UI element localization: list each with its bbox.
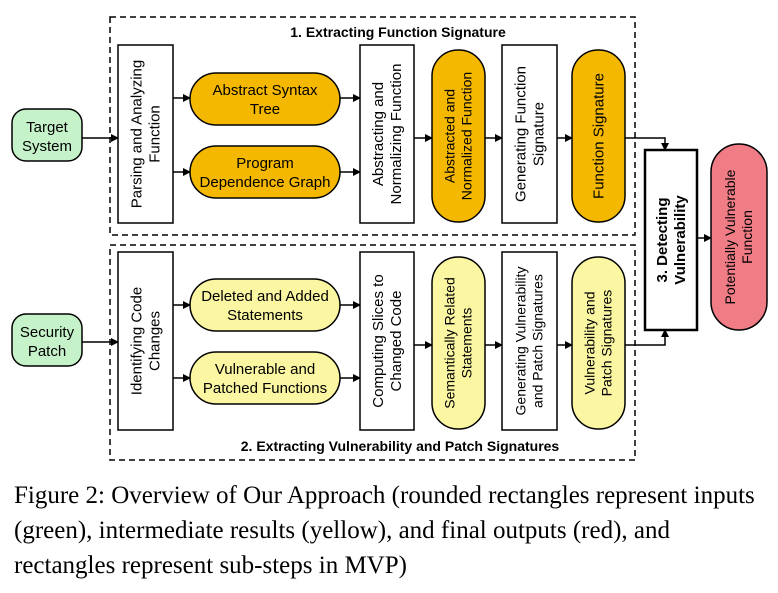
result-semantic-statements-label: Semantically RelatedStatements <box>442 277 475 409</box>
output-potentially-vulnerable <box>710 143 768 331</box>
section-vuln-patch-signatures <box>109 244 636 461</box>
step-generating-vp-signatures-label: Generating Vulnerabilityand Patch Signat… <box>513 267 546 416</box>
result-abstracted-function-label: Abstracted andNormalized Function <box>442 72 475 200</box>
step-abstracting-label: Abstracting andNormalizing Function <box>370 64 405 205</box>
section-function-signature-title: 1. Extracting Function Signature <box>290 24 506 40</box>
step-identifying-label: Identifying CodeChanges <box>129 287 164 395</box>
result-function-signature <box>571 49 626 223</box>
approach-diagram: 1. Extracting Function Signature 2. Extr… <box>11 16 768 461</box>
result-semantic-statements <box>431 256 486 430</box>
step-generating-function-signature-label: Generating FunctionSignature <box>513 66 548 202</box>
result-function-signature-label: Function Signature <box>591 73 608 199</box>
section-vuln-patch-title: 2. Extracting Vulnerability and Patch Si… <box>241 438 560 454</box>
arrow-vpsig-to-detecting <box>625 329 669 346</box>
result-vuln-patched-functions <box>189 351 341 405</box>
step-identifying-code-changes <box>117 251 174 431</box>
step-computing-slices-label: Computing Slices toChanged Code <box>370 274 405 407</box>
result-vp-signatures-label: Vulnerability andPatch Signatures <box>582 290 615 397</box>
arrow-funcsig-to-detecting <box>625 137 669 151</box>
step-generating-function-signature <box>501 44 558 224</box>
result-pdg <box>189 145 341 199</box>
section-function-signature <box>109 16 636 236</box>
step-parsing-label: Parsing and AnalyzingFunction <box>129 60 164 208</box>
output-potentially-vulnerable-label: Potentially VulnerableFunction <box>722 169 755 304</box>
input-security-patch <box>11 313 83 367</box>
step-generating-vp-signatures <box>501 251 558 431</box>
step-detecting-vulnerability <box>643 148 699 332</box>
result-ast <box>189 72 341 126</box>
step-abstracting <box>359 44 415 224</box>
input-target-system <box>11 108 83 162</box>
result-vp-signatures <box>571 256 626 430</box>
result-abstracted-function <box>431 49 486 223</box>
arrows <box>82 94 712 382</box>
step-computing-slices <box>359 251 415 431</box>
result-deleted-added <box>189 278 341 332</box>
step-parsing <box>117 44 174 224</box>
figure-caption: Figure 2: Overview of Our Approach (roun… <box>14 482 755 579</box>
step-detecting-label: 3. DetectingVulnerability <box>654 195 689 285</box>
